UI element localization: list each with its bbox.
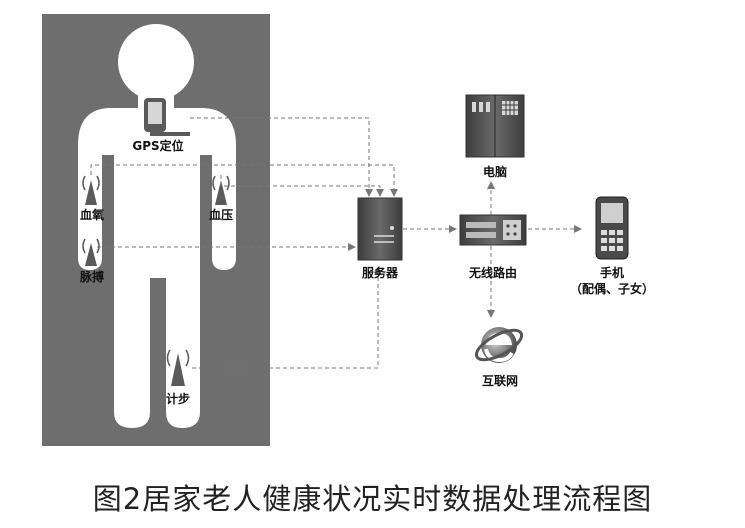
connectors	[90, 117, 582, 369]
computer-label: 电脑	[482, 165, 507, 179]
figure-caption: 图2居家老人健康状况实时数据处理流程图	[92, 482, 653, 516]
router-icon	[459, 214, 527, 246]
gps-device	[144, 98, 190, 136]
pulse-label: 脉搏	[79, 270, 104, 284]
router-label: 无线路由	[468, 266, 517, 280]
blood-oxygen-label: 血氧	[79, 208, 104, 222]
sensor-pulse	[82, 238, 100, 266]
blood-pressure-label: 血压	[208, 208, 233, 222]
sensor-blood-pressure	[212, 175, 230, 205]
server-label: 服务器	[361, 266, 398, 280]
phone-label: 手机	[599, 266, 624, 280]
internet-icon	[474, 327, 524, 363]
phone-sub-label: （配偶、子女）	[569, 282, 654, 296]
computer-icon	[465, 94, 525, 158]
internet-label: 互联网	[481, 374, 518, 388]
sensor-blood-oxygen	[82, 175, 100, 205]
server-icon	[357, 197, 403, 261]
gps-label: GPS定位	[132, 139, 184, 153]
sensor-steps	[166, 349, 190, 386]
steps-label: 计步	[165, 392, 190, 406]
phone-icon	[595, 196, 629, 260]
